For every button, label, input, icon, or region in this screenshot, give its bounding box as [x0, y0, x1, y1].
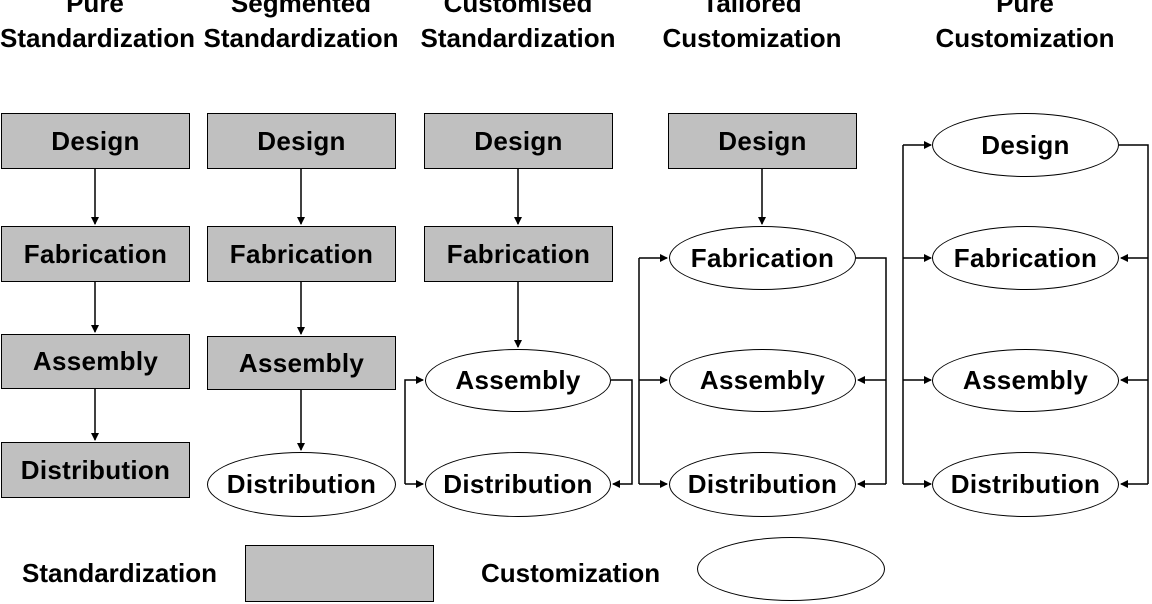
distribution-ellipse: Distribution	[207, 452, 396, 517]
design-box: Design	[1, 113, 190, 169]
design-box: Design	[424, 113, 613, 169]
design-ellipse: Design	[932, 113, 1119, 177]
legend-customization-swatch	[697, 537, 885, 601]
distribution-ellipse: Distribution	[669, 452, 856, 517]
legend-standardization-label: Standardization	[22, 558, 218, 588]
loop-right-bus	[1119, 144, 1149, 484]
fabrication-ellipse: Fabrication	[932, 226, 1119, 290]
column-header-pure-customization: Pure Customization	[935, 0, 1115, 53]
legend-standardization-swatch	[245, 545, 434, 602]
assembly-ellipse: Assembly	[425, 349, 611, 412]
distribution-ellipse: Distribution	[425, 452, 611, 517]
assembly-ellipse: Assembly	[932, 349, 1119, 412]
legend-customization-label: Customization	[481, 558, 661, 588]
fabrication-box: Fabrication	[1, 226, 190, 282]
distribution-ellipse: Distribution	[932, 452, 1119, 517]
loop-right-bus	[856, 257, 887, 484]
fabrication-box: Fabrication	[424, 226, 613, 282]
fabrication-box: Fabrication	[207, 226, 396, 282]
fabrication-ellipse: Fabrication	[669, 226, 856, 290]
loop-right	[611, 379, 633, 488]
assembly-box: Assembly	[1, 334, 190, 389]
column-header-segmented-standardization: Segmented Standardization	[203, 0, 399, 53]
design-box: Design	[668, 113, 857, 169]
column-header-customised-standardization: Customised Standardization	[420, 0, 616, 53]
loop-left-to-assembly	[404, 376, 424, 484]
assembly-box: Assembly	[207, 336, 396, 390]
column-header-pure-standardization: Pure Standardization	[0, 0, 196, 53]
design-box: Design	[207, 113, 396, 169]
column-header-tailored-customization: Tailored Customization	[662, 0, 842, 53]
assembly-ellipse: Assembly	[669, 349, 856, 412]
distribution-box: Distribution	[1, 442, 190, 498]
